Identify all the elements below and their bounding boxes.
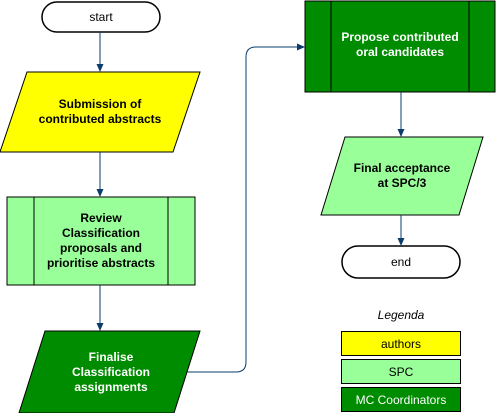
propose-label: Propose contributed oral candidates — [341, 30, 459, 59]
legend-title: Legenda — [377, 307, 425, 322]
legend-item-mc-coordinators: MC Coordinators — [341, 387, 461, 412]
submission-label: Submission of contributed abstracts — [38, 97, 162, 126]
legend-item-spc: SPC — [341, 359, 461, 384]
final-acceptance-label: Final acceptance at SPC/3 — [353, 161, 451, 190]
end-terminator-shape — [341, 245, 461, 279]
propose-process-shape — [304, 0, 496, 93]
review-label: Review Classification proposals and prio… — [46, 211, 156, 270]
connectors — [96, 32, 405, 373]
connector-finalise-to-propose — [187, 43, 305, 373]
end-label: end — [390, 254, 412, 269]
review-process-shape — [6, 196, 196, 286]
legend-item-authors: authors — [341, 331, 461, 356]
submission-parallelogram-shape — [0, 71, 201, 153]
final-acceptance-parallelogram-shape — [320, 136, 484, 216]
finalise-label: Finalise Classification assignments — [71, 349, 151, 394]
start-terminator-shape — [41, 1, 161, 33]
finalise-parallelogram-shape — [18, 330, 201, 413]
start-label: start — [89, 9, 113, 24]
